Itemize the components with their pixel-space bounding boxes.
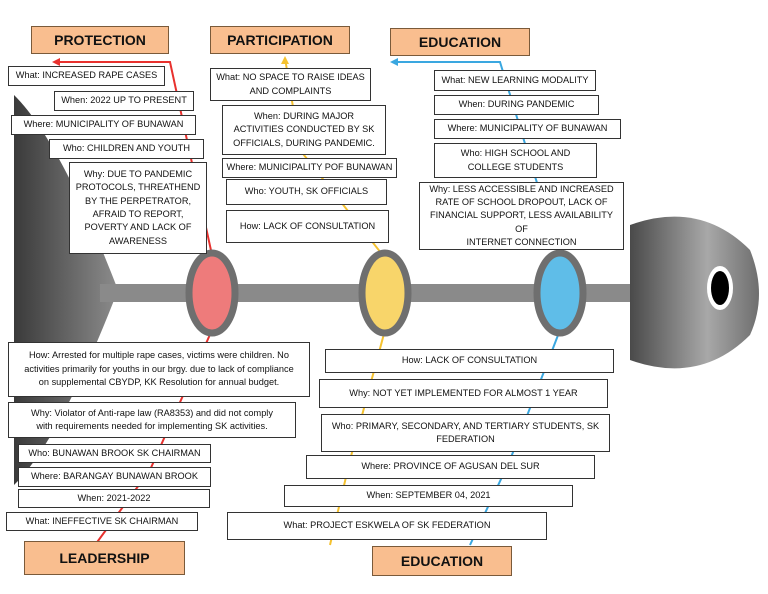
education-bottom-where: Where: PROVINCE OF AGUSAN DEL SUR	[306, 455, 595, 479]
education-top-why: Why: LESS ACCESSIBLE AND INCREASED RATE …	[419, 182, 624, 250]
education-top-what: What: NEW LEARNING MODALITY	[434, 70, 596, 91]
leadership-where: Where: BARANGAY BUNAWAN BROOK	[18, 467, 211, 487]
education-top-when: When: DURING PANDEMIC	[434, 95, 599, 115]
education-top-who: Who: HIGH SCHOOL AND COLLEGE STUDENTS	[434, 143, 597, 178]
fish-head	[630, 216, 759, 369]
header-leadership: LEADERSHIP	[24, 541, 185, 575]
protection-when: When: 2022 UP TO PRESENT	[54, 91, 194, 111]
participation-where: Where: MUNICIPALITY POF BUNAWAN	[222, 158, 397, 178]
leadership-what: What: INEFFECTIVE SK CHAIRMAN	[6, 512, 198, 531]
header-protection: PROTECTION	[31, 26, 169, 54]
protection-where: Where: MUNICIPALITY OF BUNAWAN	[11, 115, 196, 135]
arrow-participation	[281, 56, 289, 64]
arrow-education-top	[390, 58, 398, 66]
education-bottom-when: When: SEPTEMBER 04, 2021	[284, 485, 573, 507]
leadership-who: Who: BUNAWAN BROOK SK CHAIRMAN	[18, 444, 211, 463]
education-top-where: Where: MUNICIPALITY OF BUNAWAN	[434, 119, 621, 139]
node-yellow	[358, 249, 412, 337]
participation-how: How: LACK OF CONSULTATION	[226, 210, 389, 243]
fish-eye-icon	[707, 266, 733, 310]
leadership-how: How: Arrested for multiple rape cases, v…	[8, 342, 310, 397]
education-bottom-who: Who: PRIMARY, SECONDARY, AND TERTIARY ST…	[321, 414, 610, 452]
education-bottom-why: Why: NOT YET IMPLEMENTED FOR ALMOST 1 YE…	[319, 379, 608, 408]
protection-what: What: INCREASED RAPE CASES	[8, 66, 165, 86]
protection-who: Who: CHILDREN AND YOUTH	[49, 139, 204, 159]
header-education-top: EDUCATION	[390, 28, 530, 56]
header-education-bottom: EDUCATION	[372, 546, 512, 576]
node-red	[185, 249, 239, 337]
leadership-when: When: 2021-2022	[18, 489, 210, 508]
leadership-why: Why: Violator of Anti-rape law (RA8353) …	[8, 402, 296, 438]
participation-when: When: DURING MAJOR ACTIVITIES CONDUCTED …	[222, 105, 386, 155]
education-bottom-how: How: LACK OF CONSULTATION	[325, 349, 614, 373]
participation-what: What: NO SPACE TO RAISE IDEAS AND COMPLA…	[210, 68, 371, 101]
education-bottom-what: What: PROJECT ESKWELA OF SK FEDERATION	[227, 512, 547, 540]
fish-mouth	[711, 371, 718, 389]
header-participation: PARTICIPATION	[210, 26, 350, 54]
node-blue	[533, 249, 587, 337]
arrow-protection	[52, 58, 60, 66]
protection-why: Why: DUE TO PANDEMIC PROTOCOLS, THREATHE…	[69, 162, 207, 254]
participation-who: Who: YOUTH, SK OFFICIALS	[226, 179, 387, 205]
